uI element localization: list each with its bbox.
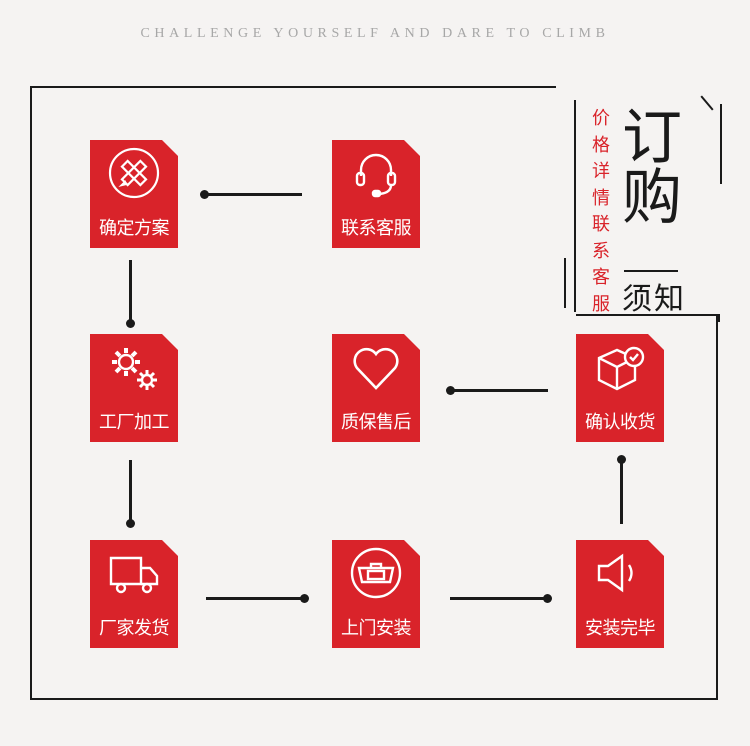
box-check-icon (593, 340, 647, 394)
step-factory-shipping: 厂家发货 (90, 540, 178, 648)
pencil-ruler-icon (107, 146, 161, 200)
gears-icon (107, 340, 161, 394)
step-contact-service: 联系客服 (332, 140, 420, 248)
step-label: 安装完毕 (585, 618, 656, 639)
side-title: 价格详情联系客服 (592, 108, 610, 315)
step-label: 确认收货 (585, 412, 656, 433)
connector-5-4 (450, 389, 548, 392)
heart-icon (349, 340, 403, 394)
connector-dot (300, 594, 309, 603)
connector-dot (617, 455, 626, 464)
connector-7-8 (450, 597, 548, 600)
step-label: 工厂加工 (99, 412, 170, 433)
step-confirm-receipt: 确认收货 (576, 334, 664, 442)
tagline: CHALLENGE YOURSELF AND DARE TO CLIMB (140, 26, 610, 41)
connector-dot (446, 386, 455, 395)
connector-dot (200, 190, 209, 199)
big-title: 订购 (622, 103, 682, 233)
title-bracket-right (720, 104, 722, 184)
title-bracket-bottom (576, 314, 720, 316)
step-label: 质保售后 (341, 412, 412, 433)
step-install-complete: 安装完毕 (576, 540, 664, 648)
title-bracket-join (718, 314, 720, 322)
step-factory-processing: 工厂加工 (90, 334, 178, 442)
truck-icon (107, 546, 161, 600)
title-cover (556, 78, 732, 316)
step-onsite-install: 上门安装 (332, 540, 420, 648)
flow-frame (30, 86, 718, 700)
step-label: 上门安装 (341, 618, 412, 639)
connector-8-5 (620, 460, 623, 524)
connector-6-7 (206, 597, 304, 600)
connector-1-2 (204, 193, 302, 196)
step-label: 联系客服 (341, 218, 412, 239)
step-label: 厂家发货 (99, 618, 170, 639)
step-label: 确定方案 (99, 218, 170, 239)
toolbox-icon (349, 546, 403, 600)
connector-1-3 (129, 260, 132, 324)
title-bracket-left-inner (564, 258, 566, 308)
headset-icon (349, 146, 403, 200)
connector-dot (126, 319, 135, 328)
connector-3-6 (129, 460, 132, 524)
connector-dot (126, 519, 135, 528)
step-determine-plan: 确定方案 (90, 140, 178, 248)
big-title-1: 订购 (622, 108, 684, 228)
connector-dot (543, 594, 552, 603)
small-title: 须知 (622, 282, 686, 317)
speaker-icon (593, 546, 647, 600)
step-warranty: 质保售后 (332, 334, 420, 442)
title-bracket-left (574, 100, 576, 312)
title-underline (624, 270, 678, 272)
